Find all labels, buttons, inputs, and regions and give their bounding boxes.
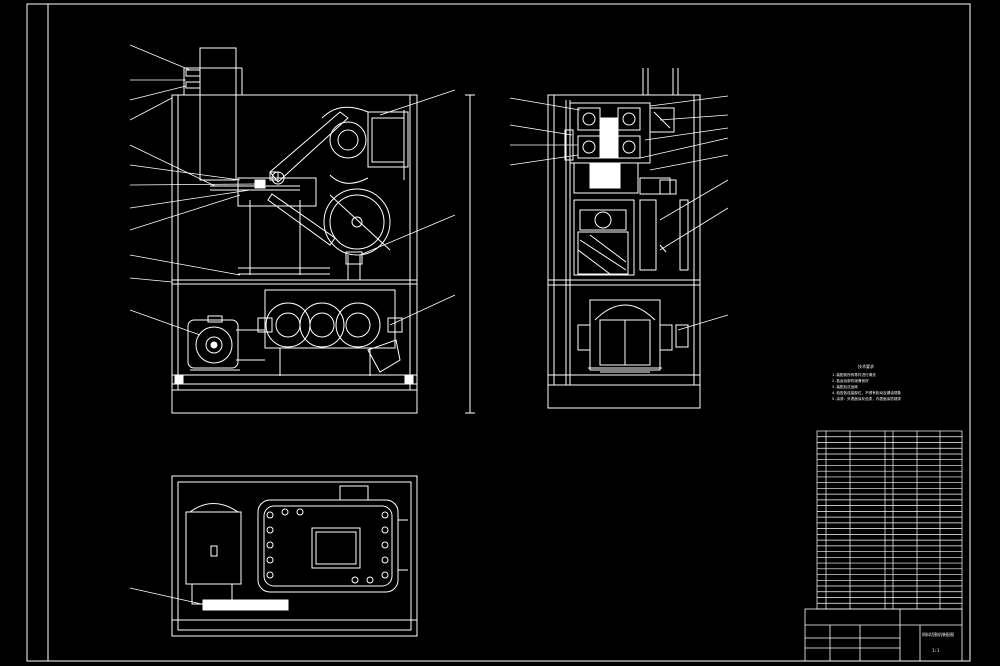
title-block (804, 608, 963, 662)
note-line: 1.装配前所有零件进行清洗 (832, 372, 876, 377)
title-block-sheet: 1:1 (932, 648, 940, 653)
technical-notes: 技术要求 1.装配前所有零件进行清洗 2.各运动部件润滑良好 3.装配后试运转 … (832, 363, 901, 401)
side-view (547, 68, 701, 409)
note-line: 3.装配后试运转 (832, 384, 858, 389)
front-view (171, 47, 475, 414)
drawing-frame (26, 3, 971, 662)
note-line: 4.检查各连接部位，不得有松动及漏油现象 (832, 390, 901, 395)
top-view-leaders (129, 587, 207, 606)
front-view-leaders (129, 44, 456, 336)
notes-heading: 技术要求 (858, 363, 874, 369)
side-view-leaders (509, 95, 729, 331)
parts-list-table (816, 430, 963, 610)
note-line: 2.各运动部件润滑良好 (832, 378, 869, 383)
note-line: 5.涂漆：外表面涂灰色漆，内表面涂防锈漆 (832, 396, 901, 401)
title-block-title: 饲料切割机装配图 (922, 631, 954, 637)
top-view (171, 475, 418, 637)
